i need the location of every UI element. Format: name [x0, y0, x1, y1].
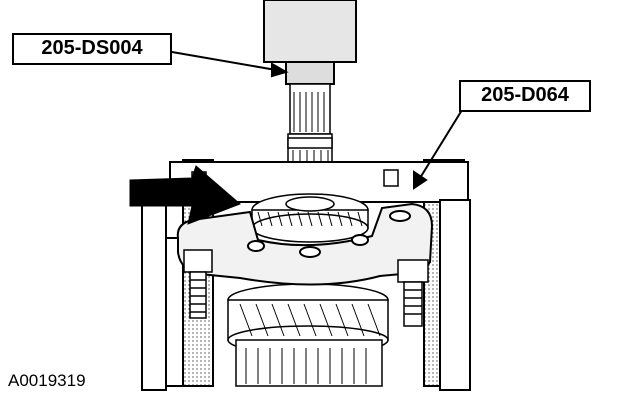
- gear: [251, 193, 369, 243]
- callout-label-tool-2: 205-D064: [459, 80, 591, 112]
- bearing-splitter: [176, 202, 434, 286]
- bolt-top-right: [383, 169, 399, 187]
- bolt-right: [397, 259, 429, 327]
- leader-line-tool-2: [413, 109, 463, 190]
- gear-stack: [227, 283, 389, 387]
- pointer-arrow: [129, 165, 241, 225]
- bolt-left: [183, 249, 213, 319]
- leader-line-tool-1: [171, 51, 289, 78]
- press-ram: [263, 0, 357, 85]
- callout-label-tool-1: 205-DS004: [12, 33, 172, 65]
- figure-id: A0019319: [8, 371, 86, 390]
